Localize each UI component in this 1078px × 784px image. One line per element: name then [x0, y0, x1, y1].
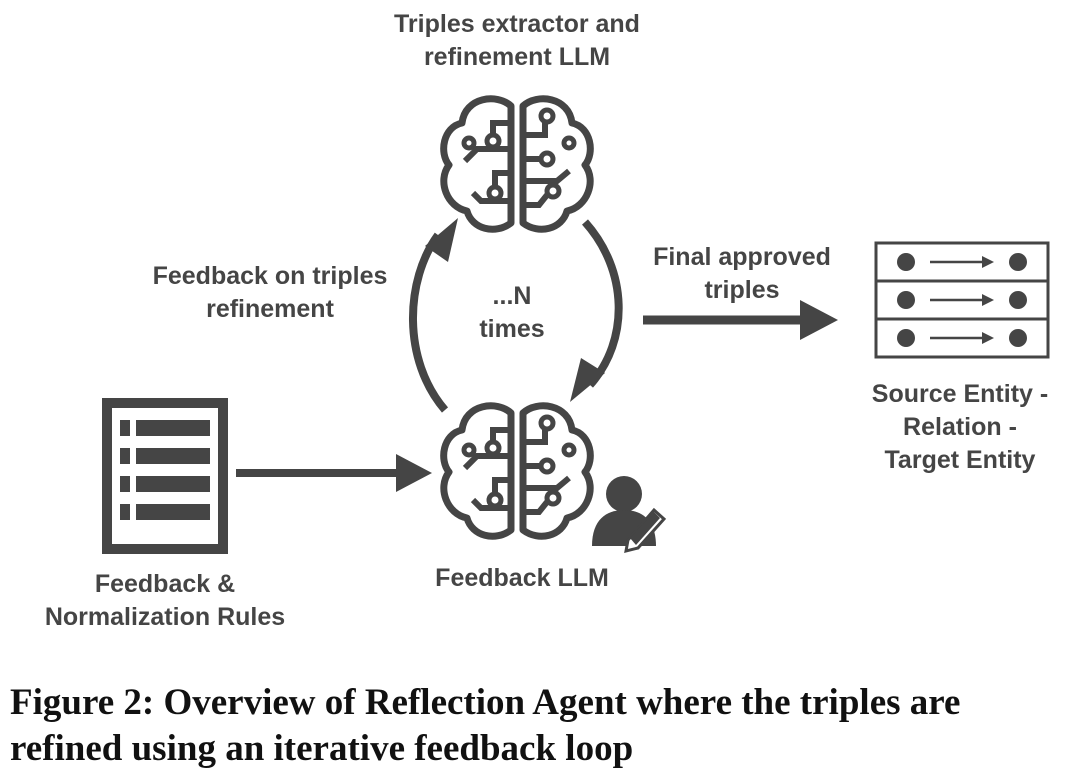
triple-table-icon	[874, 241, 1050, 359]
triple-structure-label-line-3: Target Entity	[884, 446, 1036, 474]
final-triples-label-line-1: Final approved	[653, 243, 831, 271]
extractor-llm-label: Triples extractor and refinement LLM	[362, 8, 672, 74]
rules-document-icon	[102, 398, 228, 554]
loop-count-label-line-1: ...N	[492, 282, 532, 310]
loop-arrow-right	[570, 219, 623, 402]
extractor-llm-label-line-1: Triples extractor and	[394, 10, 640, 38]
rules-arrow	[236, 454, 432, 492]
final-triples-label: Final approved triples	[632, 241, 852, 307]
extractor-brain-icon	[444, 99, 591, 229]
final-triples-label-line-2: triples	[704, 276, 780, 304]
loop-feedback-label-line-2: refinement	[206, 295, 334, 323]
loop-count-label-line-2: times	[479, 315, 545, 343]
loop-count-label: ...N times	[462, 280, 562, 346]
figure-caption: Figure 2: Overview of Reflection Agent w…	[10, 680, 1072, 772]
feedback-llm-label-text: Feedback LLM	[435, 564, 609, 592]
feedback-brain-icon	[444, 406, 591, 536]
caption-line-1: Figure 2: Overview of Reflection Agent w…	[10, 682, 961, 723]
extractor-llm-label-line-2: refinement LLM	[423, 43, 611, 71]
final-arrow	[643, 300, 838, 340]
triple-structure-label-line-2: Relation -	[903, 413, 1017, 441]
rules-label: Feedback & Normalization Rules	[20, 568, 310, 634]
user-edit-icon	[592, 476, 667, 554]
feedback-llm-label: Feedback LLM	[412, 562, 632, 595]
rules-label-line-1: Feedback &	[94, 570, 236, 598]
caption-line-2: refined using an iterative feedback loop	[10, 728, 634, 769]
triple-structure-label: Source Entity - Relation - Target Entity	[845, 378, 1075, 477]
triple-structure-label-line-1: Source Entity -	[871, 380, 1049, 408]
loop-feedback-label: Feedback on triples refinement	[130, 260, 410, 326]
loop-feedback-label-line-1: Feedback on triples	[152, 262, 388, 290]
loop-arrow-left	[409, 218, 458, 413]
rules-label-line-2: Normalization Rules	[44, 603, 286, 631]
